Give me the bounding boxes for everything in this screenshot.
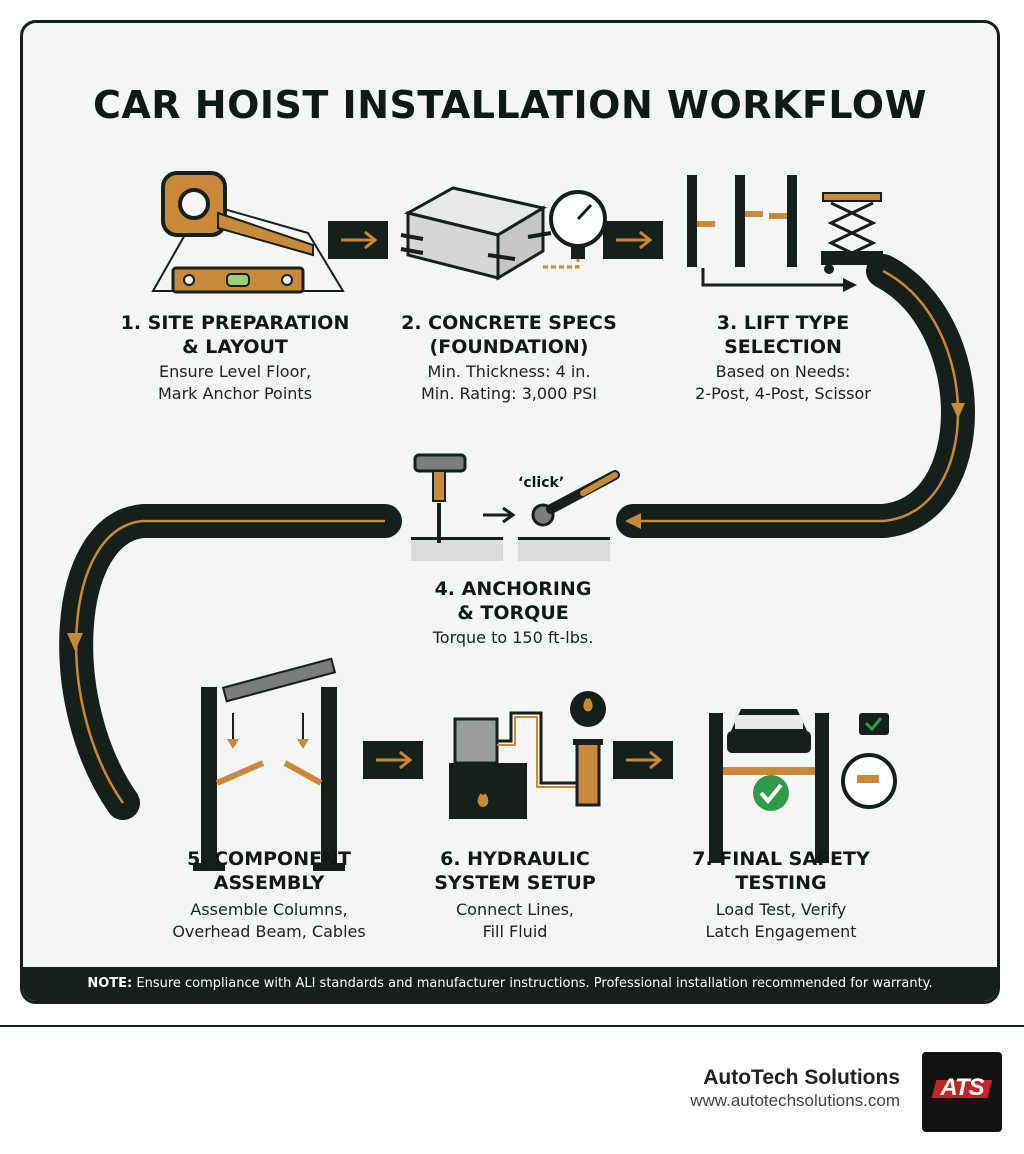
spirit-level-icon	[171, 266, 305, 294]
step-1-title: 1. SITE PREPARATION& LAYOUT	[120, 312, 350, 358]
workflow-panel: CAR HOIST INSTALLATION WORKFLOW	[20, 20, 1000, 1004]
path-arrow-icon	[951, 403, 965, 419]
arrow-connector-1-2	[328, 221, 388, 259]
note-bar: NOTE: Ensure compliance with ALI standar…	[23, 967, 997, 1001]
step-4-title: 4. ANCHORING& TORQUE	[434, 578, 592, 624]
path-arrow-icon	[625, 513, 641, 529]
footer-divider	[0, 1025, 1024, 1027]
arrow-connector-6-7	[613, 741, 673, 779]
logo-text: ATS	[940, 1074, 984, 1101]
two-post-lift-assembly-icon	[193, 657, 345, 871]
note-text: Ensure compliance with ALI standards and…	[132, 976, 933, 991]
step-2-title: 2. CONCRETE SPECS(FOUNDATION)	[401, 312, 617, 358]
step-3-description: Based on Needs:2-Post, 4-Post, Scissor	[695, 362, 871, 403]
company-name: AutoTech Solutions	[703, 1066, 900, 1089]
torque-wrench-icon	[518, 470, 620, 561]
arrow-icon	[483, 506, 516, 524]
path-arrow-icon	[67, 633, 83, 651]
note-label: NOTE:	[87, 976, 133, 991]
page-title: CAR HOIST INSTALLATION WORKFLOW	[93, 83, 927, 127]
step-1-description: Ensure Level Floor,Mark Anchor Points	[157, 362, 313, 403]
step-6-description: Connect Lines,Fill Fluid	[455, 900, 574, 941]
pressure-gauge-icon	[543, 190, 607, 269]
arrow-connector-5-6	[363, 741, 423, 779]
concrete-block-icon	[400, 186, 552, 281]
hammer-drill-icon	[411, 453, 503, 561]
car-on-lift-icon	[709, 709, 897, 863]
workflow-illustration	[59, 171, 975, 871]
two-post-lift-icon	[687, 175, 857, 292]
company-url[interactable]: www.autotechsolutions.com	[690, 1091, 900, 1110]
step-2-description: Min. Thickness: 4 in.Min. Rating: 3,000 …	[420, 362, 598, 403]
scissor-lift-icon	[821, 192, 883, 274]
flow-path-accent	[74, 269, 960, 804]
click-annotation: ‘click’	[518, 475, 565, 491]
hydraulic-pump-icon	[449, 691, 606, 819]
arrow-connector-2-3	[603, 221, 663, 259]
step-4-description: Torque to 150 ft-lbs.	[432, 628, 594, 647]
company-logo: ATS	[922, 1052, 1002, 1132]
tape-measure-icon	[151, 171, 345, 292]
step-5-description: Assemble Columns,Overhead Beam, Cables	[172, 900, 366, 941]
